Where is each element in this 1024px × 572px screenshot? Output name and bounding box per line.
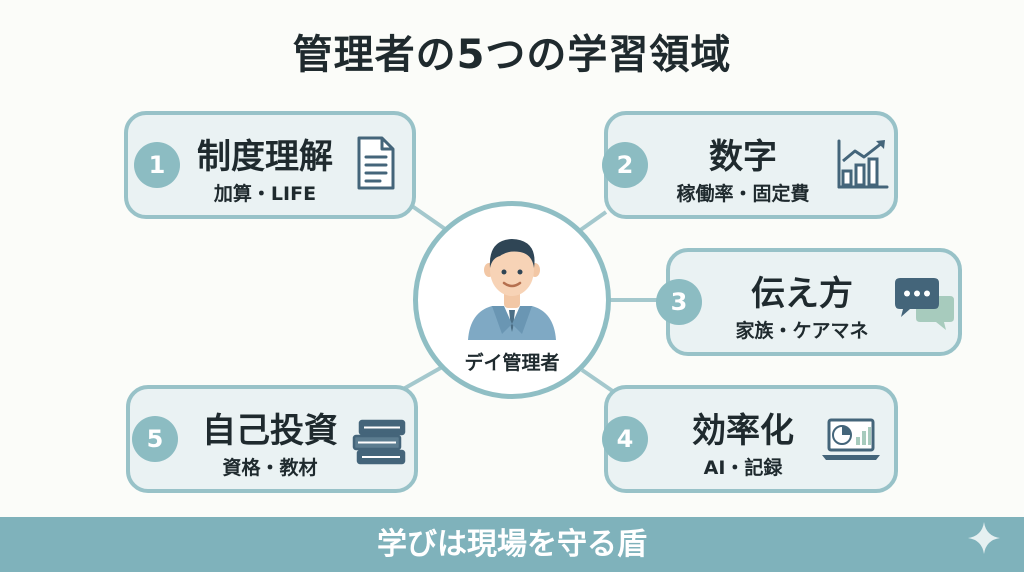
area-number-badge: 5 — [132, 416, 178, 462]
area-title: 数字 — [709, 137, 777, 177]
sparkle-icon — [966, 520, 1002, 560]
area-number-badge: 3 — [656, 279, 702, 325]
document-icon — [356, 135, 396, 195]
area-title: 制度理解 — [197, 137, 333, 177]
area-card-3: 3 伝え方 家族・ケアマネ — [656, 248, 962, 356]
area-subtitle: 稼働率・固定費 — [676, 183, 810, 205]
area-subtitle: AI・記録 — [703, 457, 783, 479]
area-title: 自己投資 — [202, 411, 338, 451]
area-subtitle: 加算・LIFE — [213, 183, 317, 205]
area-number-badge: 4 — [602, 416, 648, 462]
area-card-2: 2 数字 稼働率・固定費 — [602, 111, 898, 219]
page-title: 管理者の5つの学習領域 — [292, 32, 732, 78]
footer-banner: 学びは現場を守る盾 — [0, 517, 1024, 572]
area-number-badge: 1 — [134, 142, 180, 188]
center-label: デイ管理者 — [464, 352, 560, 374]
book-stack-icon — [352, 415, 408, 471]
bar-chart-icon — [836, 137, 890, 195]
area-subtitle: 家族・ケアマネ — [735, 320, 869, 342]
area-card-4: 4 効率化 AI・記録 — [602, 385, 898, 493]
footer-text: 学びは現場を守る盾 — [377, 527, 647, 562]
area-card-5: 5 自己投資 資格・教材 — [126, 385, 418, 493]
connector-4 — [580, 368, 616, 394]
chat-bubbles-icon — [894, 274, 956, 336]
manager-avatar-icon — [462, 228, 562, 344]
center-node: デイ管理者 — [413, 201, 611, 399]
area-subtitle: 資格・教材 — [222, 457, 318, 479]
area-title: 効率化 — [692, 411, 794, 451]
area-card-1: 1 制度理解 加算・LIFE — [124, 111, 416, 219]
area-number-badge: 2 — [602, 142, 648, 188]
area-title: 伝え方 — [751, 274, 853, 314]
laptop-chart-icon — [820, 417, 882, 467]
